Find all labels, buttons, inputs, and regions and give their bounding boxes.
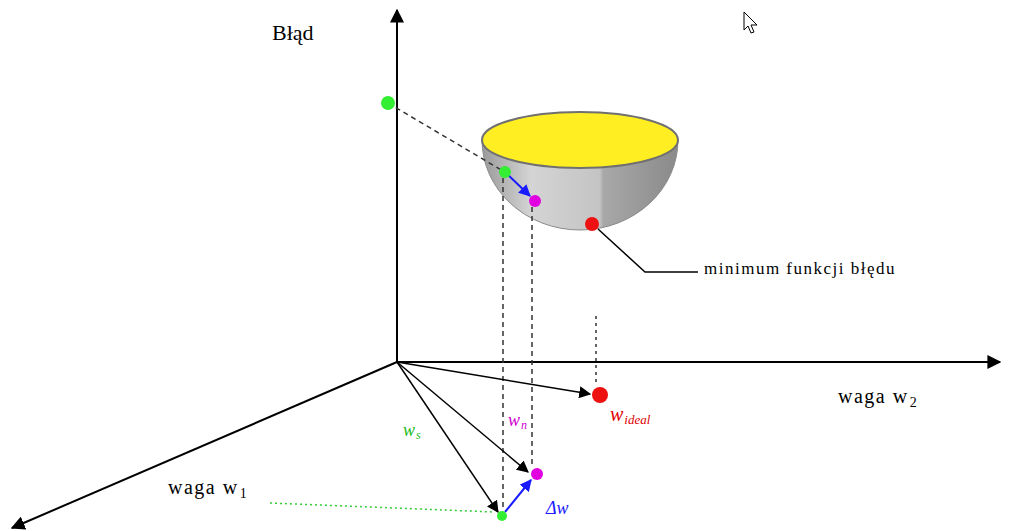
ideal-vector (397, 362, 590, 394)
w2-axis (397, 361, 1000, 363)
callout-text: minimum funkcji błędu (704, 259, 896, 279)
vector-label: w (403, 420, 415, 441)
bowl-rim (482, 112, 678, 168)
delta-label: Δw (546, 498, 569, 519)
projection-line (502, 178, 504, 510)
minimum-point (585, 217, 599, 231)
mouse-cursor (744, 12, 757, 33)
axis-label: waga w (838, 385, 909, 408)
vector-label: w (508, 410, 520, 431)
next-point (529, 195, 541, 207)
ideal-point (592, 387, 608, 403)
error-point (381, 96, 395, 110)
delta-arrow (505, 480, 531, 512)
error-axis (396, 10, 398, 362)
step-arrow (507, 174, 530, 196)
vector-subscript: ideal (624, 413, 650, 428)
leader-line (598, 229, 698, 272)
projection-line (388, 103, 503, 171)
start-vector (397, 362, 498, 512)
w1-guide (270, 503, 494, 512)
start-weight-point (497, 511, 507, 521)
start-point (499, 166, 511, 178)
vector-subscript: s (416, 429, 421, 443)
w1-axis (12, 362, 397, 528)
axis-label: waga w (168, 476, 239, 499)
axis-subscript: 2 (910, 395, 917, 411)
projection-line (595, 316, 597, 384)
new-point (531, 468, 543, 480)
vector-subscript: n (521, 419, 527, 433)
projection-line (531, 207, 533, 466)
vector-label: w (610, 403, 623, 426)
axis-title: Błąd (272, 20, 314, 45)
new-vector (397, 362, 528, 472)
axis-subscript: 1 (240, 486, 247, 502)
